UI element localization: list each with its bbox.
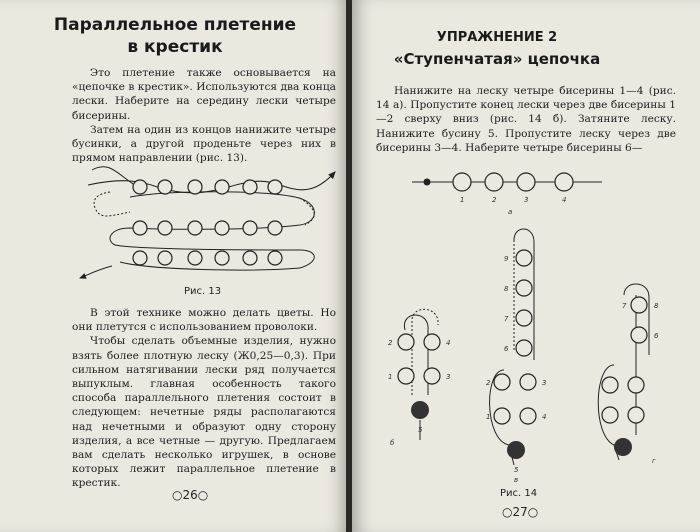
fig-a-bead-3: 3 — [524, 196, 528, 204]
left-paragraph-3: В этой технике можно делать цветы. Но он… — [72, 307, 336, 334]
fig-b-bead-1: 1 — [388, 373, 392, 381]
right-intro-text: Нанижите на леску четыре бисерины 1—4 (р… — [376, 84, 676, 155]
fig-v-bead-5: 5 — [514, 466, 519, 474]
fig-v-bead-6: 6 — [504, 345, 509, 353]
left-title-line1: Параллельное плетение — [53, 15, 297, 35]
fig-b-bead-4: 4 — [446, 339, 450, 347]
right-page-number: ○27○ — [502, 505, 539, 519]
figure-13-diagram — [79, 166, 336, 279]
right-page-number-value: 27 — [512, 505, 528, 519]
figure-14a-diagram: 1 2 3 4 а — [412, 172, 602, 216]
figure-13-caption: Рис. 13 — [184, 286, 222, 297]
fig-a-label: а — [508, 208, 512, 216]
fig-a-bead-4: 4 — [562, 196, 566, 204]
fig-b-bead-2: 2 — [388, 339, 393, 347]
left-title-line2: в крестик — [127, 37, 223, 57]
right-paragraph-1: Нанижите на леску четыре бисерины 1—4 (р… — [376, 85, 676, 154]
figure-14-caption: Рис. 14 — [500, 488, 538, 499]
fig-g-bead-8: 8 — [654, 302, 659, 310]
exercise-label: УПРАЖНЕНИЕ 2 — [436, 30, 558, 45]
fig-v-bead-9: 9 — [504, 255, 509, 263]
fig-b-label: б — [390, 439, 395, 447]
page-number-ornament: ○ — [172, 488, 183, 502]
fig-g-label: г — [652, 457, 656, 465]
left-page-number: ○26○ — [172, 488, 209, 502]
fig-v-bead-3: 3 — [542, 379, 546, 387]
fig-b-bead-5: 5 — [418, 426, 423, 434]
fig-v-bead-8: 8 — [504, 285, 509, 293]
book-gutter — [346, 0, 354, 532]
figure-14v-diagram: 9 8 7 6 2 1 3 4 5 в — [486, 228, 546, 484]
fig-a-bead-2: 2 — [492, 196, 497, 204]
fig-b-bead-3: 3 — [446, 373, 450, 381]
left-page: Параллельное плетение в крестик Это плет… — [0, 0, 348, 532]
left-paragraph-2: Затем на один из концов нанижите четыре … — [72, 123, 336, 165]
left-paragraph-1: Это плетение также основывается на «цепо… — [72, 67, 336, 122]
fig-g-bead-7: 7 — [622, 302, 627, 310]
fig-v-bead-1: 1 — [486, 413, 490, 421]
left-lower-text: В этой технике можно делать цветы. Но он… — [72, 306, 336, 491]
fig-g-bead-6: 6 — [654, 332, 659, 340]
figure-14b-diagram: 2 1 4 3 5 б — [388, 308, 450, 447]
fig-a-bead-1: 1 — [460, 196, 464, 204]
fig-v-label: в — [514, 476, 518, 484]
figure-14g-diagram: 7 8 6 г — [597, 283, 659, 465]
right-page: УПРАЖНЕНИЕ 2 «Ступенчатая» цепочка Наниж… — [352, 0, 700, 532]
fig-v-bead-2: 2 — [486, 379, 491, 387]
exercise-title: «Ступенчатая» цепочка — [393, 50, 601, 68]
left-page-title: Параллельное плетение в крестик — [40, 14, 310, 58]
left-paragraph-4: Чтобы сделать объемные изделия, нужно вз… — [72, 335, 336, 490]
fig-v-bead-4: 4 — [542, 413, 546, 421]
left-page-number-value: 26 — [182, 488, 198, 502]
left-intro-text: Это плетение также основывается на «цепо… — [72, 66, 336, 165]
fig-v-bead-7: 7 — [504, 315, 509, 323]
